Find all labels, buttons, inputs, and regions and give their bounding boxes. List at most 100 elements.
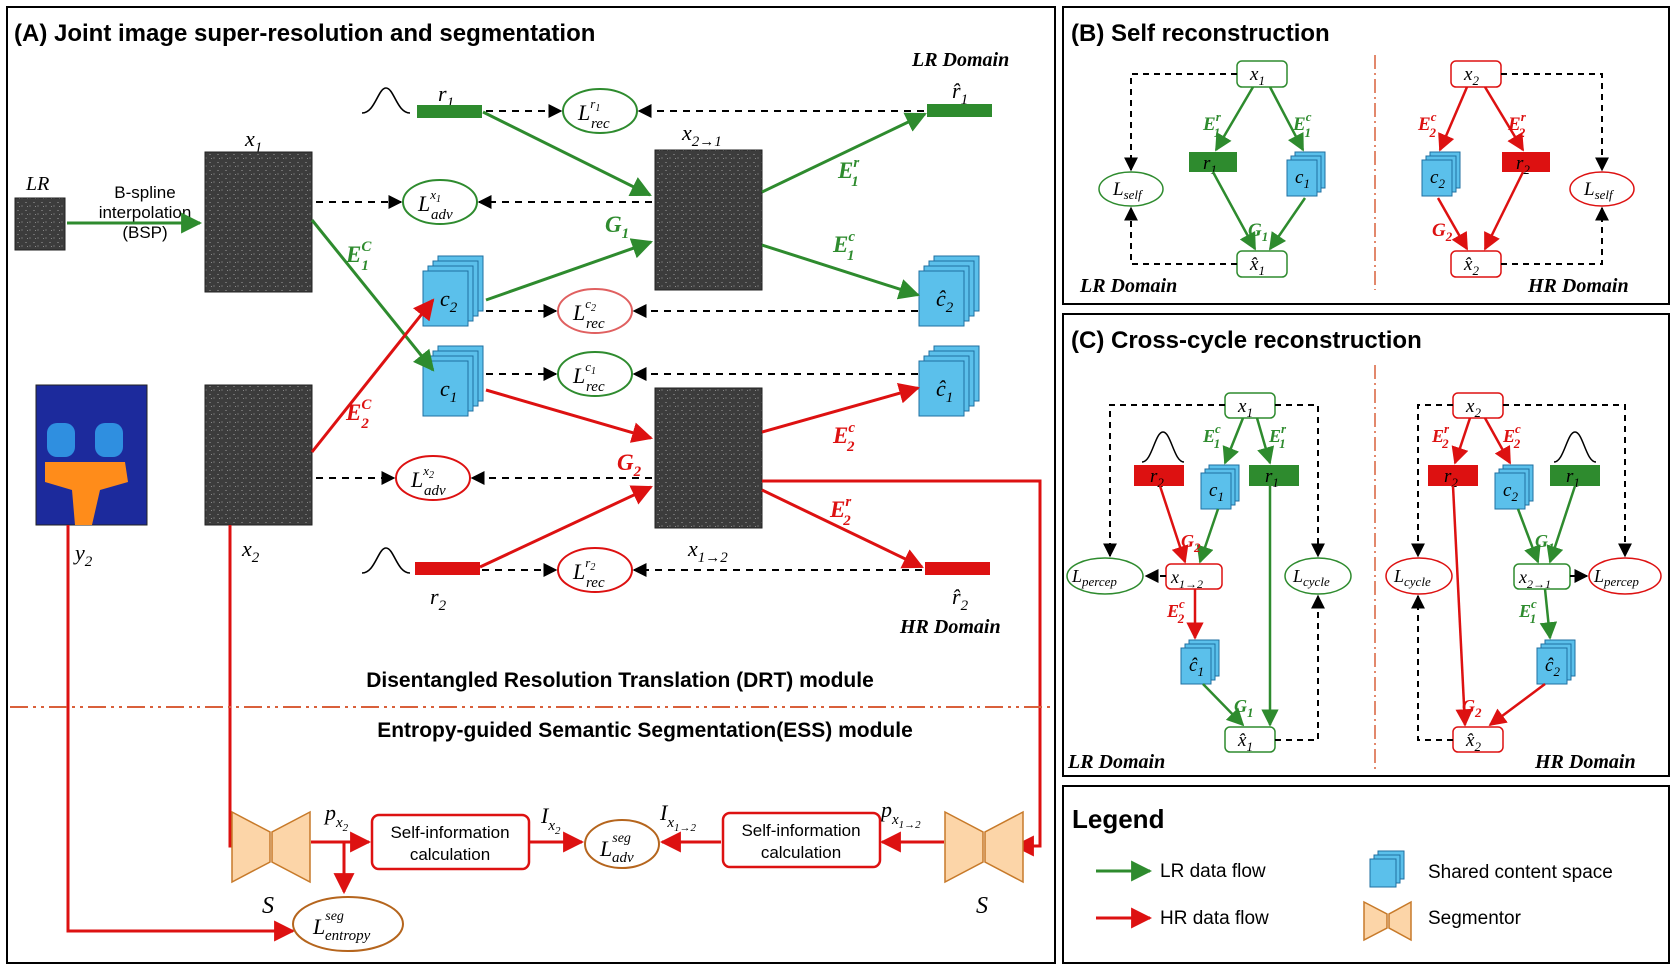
r1-hat-bar [927, 104, 992, 117]
panel-c-hr-domain: HR Domain [1534, 751, 1636, 773]
svg-text:c1: c1 [1209, 480, 1224, 504]
panel-c: (C) Cross-cycle reconstruction LR Domain… [1062, 313, 1670, 777]
c1-hat-stack: ĉ1 [918, 345, 980, 417]
i-x2-label: Ix2 [540, 803, 561, 837]
r2-hat-bar [925, 562, 990, 575]
self-info-box-left: Self-information calculation [370, 813, 531, 871]
legend-shared-icon [1369, 850, 1405, 888]
svg-text:c2: c2 [1503, 480, 1518, 504]
svg-text:G2: G2 [1462, 696, 1482, 720]
svg-text:x2: x2 [1463, 64, 1479, 88]
b-r1-bar [1189, 152, 1237, 172]
svg-text:Er1: Er1 [1202, 109, 1222, 140]
c-c2-hat-stack-right: ĉ2 [1536, 639, 1576, 685]
svg-text:Ec1: Ec1 [1518, 596, 1537, 626]
panel-c-lr-domain: LR Domain [1067, 751, 1165, 773]
c-l-cycle-right [1385, 557, 1453, 595]
segmentor-left: S [231, 810, 311, 919]
panel-b-hr-domain: HR Domain [1527, 275, 1629, 297]
x1-image [204, 151, 313, 293]
c-gaussian-left [1141, 431, 1185, 463]
svg-text:x1→2: x1→2 [1170, 567, 1203, 591]
drt-module-label: Disentangled Resolution Translation (DRT… [366, 669, 874, 692]
panel-c-frame [1062, 313, 1670, 777]
b-r2-bar [1502, 152, 1550, 172]
svg-text:x̂2: x̂2 [1465, 730, 1481, 754]
panel-a-title: (A) Joint image super-resolution and seg… [14, 20, 595, 47]
b-l-self-right [1569, 171, 1635, 207]
svg-text:r2: r2 [1516, 153, 1530, 177]
hr-domain-label: HR Domain [899, 616, 1001, 638]
svg-text:c1: c1 [1295, 167, 1310, 191]
y2-region-bone [45, 462, 128, 525]
svg-text:ĉ1: ĉ1 [1189, 655, 1204, 679]
c-l-percep-left [1066, 557, 1144, 595]
lr-flow-arrows [310, 110, 927, 372]
panel-a: (A) Joint image super-resolution and seg… [6, 6, 1056, 964]
x12-label: x1→2 [687, 536, 728, 566]
c-c2-stack-right: c2 [1494, 464, 1534, 510]
panel-a-frame [6, 6, 1056, 964]
r1-bar [417, 105, 482, 118]
b-c2-stack: c2 [1421, 151, 1461, 197]
svg-text:S: S [262, 893, 274, 919]
svg-text:Ec2: Ec2 [1417, 109, 1437, 140]
c-gaussian-right [1553, 431, 1597, 463]
svg-text:x2: x2 [1465, 396, 1481, 420]
svg-text:G1: G1 [1234, 696, 1254, 720]
bsp-line-3: (BSP) [122, 223, 167, 242]
c-r2-bar-left [1134, 465, 1184, 486]
i-x12-label: Ix1→2 [659, 800, 697, 834]
c2-label: c2 [440, 286, 458, 316]
panel-c-title: (C) Cross-cycle reconstruction [1071, 327, 1422, 354]
c-l-percep-right [1588, 557, 1662, 595]
svg-text:Ec2: Ec2 [1166, 596, 1185, 626]
panel-b-lr-domain: LR Domain [1079, 275, 1177, 297]
legend-title: Legend [1072, 804, 1164, 834]
x1-label: x1 [244, 126, 262, 156]
r2-label: r2 [430, 584, 447, 614]
panel-b-frame [1062, 6, 1670, 305]
x2-image [204, 384, 313, 526]
svg-text:r1: r1 [1203, 153, 1217, 177]
r1-label: r1 [438, 81, 454, 111]
svg-text:Lcycle: Lcycle [1393, 566, 1431, 589]
svg-text:r2: r2 [1150, 466, 1164, 490]
svg-text:r1: r1 [1566, 466, 1580, 490]
c-r1-bar-right [1550, 465, 1600, 486]
c1-stack: c1 [422, 345, 484, 417]
svg-text:S: S [976, 893, 988, 919]
svg-text:c2: c2 [1430, 167, 1445, 191]
bsp-line-1: B-spline [114, 183, 175, 202]
loss-dashed-arrows [316, 104, 924, 577]
segmentor-right: S [944, 810, 1024, 919]
svg-text:Lpercep: Lpercep [1593, 566, 1639, 589]
c-r1-bar-left [1249, 465, 1299, 486]
svg-text:x1: x1 [1237, 396, 1253, 420]
svg-text:x̂1: x̂1 [1237, 730, 1253, 754]
c-c1-stack-left: c1 [1200, 464, 1240, 510]
svg-text:Self-information: Self-information [390, 823, 509, 842]
c2-hat-label: ĉ2 [936, 286, 954, 316]
r2-bar [415, 562, 480, 575]
svg-text:Er1: Er1 [1268, 421, 1287, 451]
legend: Legend LR data flow HR data flow Shared … [1062, 785, 1670, 964]
p-x12-label: px1→2 [879, 797, 921, 831]
svg-text:G2: G2 [1432, 220, 1453, 244]
svg-text:calculation: calculation [410, 845, 490, 864]
y2-region-left [47, 423, 75, 457]
y2-label: y2 [73, 540, 93, 570]
